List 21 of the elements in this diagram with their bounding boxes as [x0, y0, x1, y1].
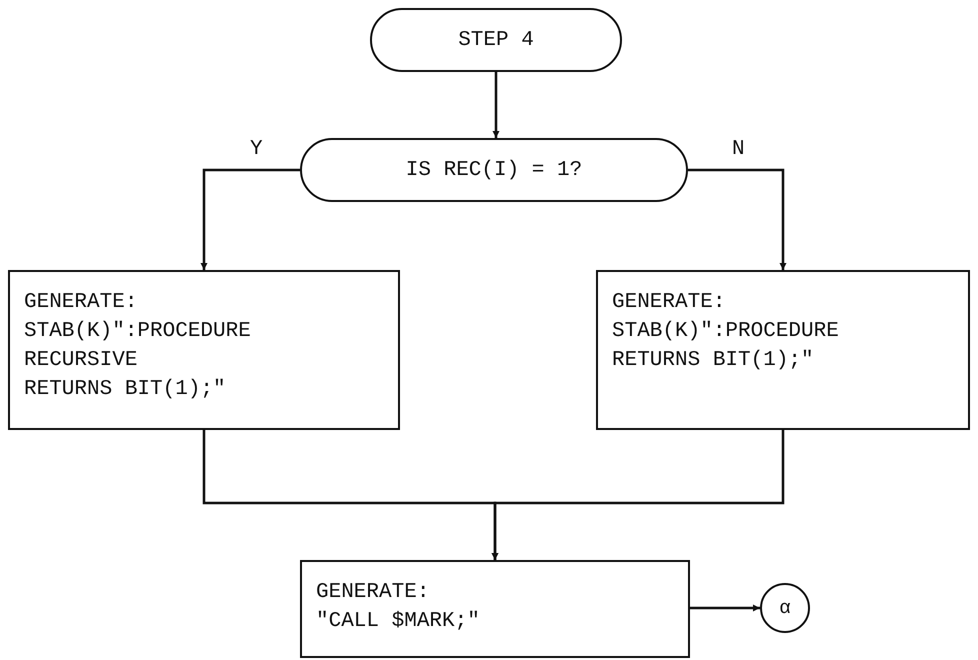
arrow — [492, 430, 784, 560]
node-text: GENERATE: — [316, 580, 430, 606]
arrow — [492, 72, 500, 138]
connector-circle — [760, 583, 810, 633]
node-text: GENERATE: — [612, 290, 726, 316]
arrow — [688, 168, 786, 270]
node-text: STAB(K)":PROCEDURE — [24, 319, 251, 345]
node-text: RECURSIVE — [24, 348, 138, 374]
node-text: IS REC(I) = 1? — [406, 158, 582, 184]
node-text: "CALL $MARK;" — [316, 609, 480, 635]
node-text: RETURNS BIT(1);" — [24, 377, 226, 403]
arrow — [200, 168, 300, 270]
process-box — [300, 560, 690, 658]
node-text: GENERATE: — [24, 290, 138, 316]
process-box — [8, 270, 400, 430]
node-text: RETURNS BIT(1);" — [612, 348, 814, 374]
node-text: STEP 4 — [458, 28, 534, 54]
node-text: α — [779, 596, 791, 620]
arrow — [690, 604, 760, 612]
process-box — [596, 270, 970, 430]
node-text: STAB(K)":PROCEDURE — [612, 319, 839, 345]
